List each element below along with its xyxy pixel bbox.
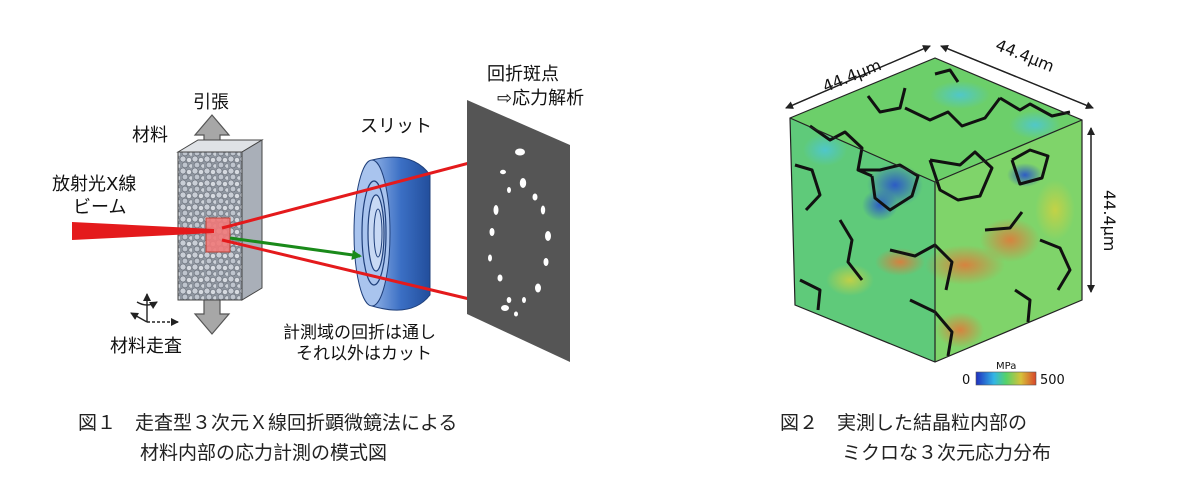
figure2-caption-line1: 図２ 実測した結晶粒内部の — [780, 412, 1028, 434]
slit-aperture — [353, 156, 431, 311]
figure1-caption-line2: 材料内部の応力計測の模式図 — [140, 442, 388, 464]
diffracted-beam-upper — [221, 149, 513, 230]
tension-down-arrow-icon — [193, 297, 231, 335]
slit-note-line1: 計測域の回折は通し — [283, 323, 436, 343]
incident-xray-beam — [72, 222, 214, 240]
figure2-stress-cube: 44.4μm 44.4μm 44.4μm MPa 0 500 — [785, 35, 1119, 388]
beam-label-line2: ビーム — [73, 197, 126, 218]
stress-colorbar: MPa 0 500 — [962, 361, 1065, 388]
detector-screen — [467, 100, 570, 362]
tension-label: 引張 — [193, 92, 229, 113]
beam-label-line1: 放射光X線 — [52, 174, 136, 195]
colorbar-unit-label: MPa — [996, 361, 1016, 372]
figure2-caption-line2: ミクロな３次元応力分布 — [842, 442, 1052, 464]
measurement-region — [205, 217, 231, 253]
scan-label: 材料走査 — [110, 336, 182, 357]
figure1-schematic: 引張 材料 放射光X線 ビーム スリット 回折斑点 ⇨応力解析 材料走査 計測域… — [52, 64, 584, 364]
figure1-caption-line1: 図１ 走査型３次元Ｘ線回折顕微鏡法による — [78, 412, 458, 434]
dimension-right-label: 44.4μm — [1100, 190, 1119, 251]
figure2-caption: 図２ 実測した結晶粒内部の ミクロな３次元応力分布 — [780, 408, 1051, 468]
grain-boundaries — [794, 68, 1072, 357]
slit-note-line2: それ以外はカット — [296, 344, 432, 364]
cube-edges — [789, 57, 1083, 363]
colorbar-min-label: 0 — [962, 373, 970, 388]
spots-label-line2: ⇨応力解析 — [497, 88, 584, 109]
transmitted-beam — [229, 236, 362, 260]
colorbar-max-label: 500 — [1040, 373, 1065, 388]
material-label: 材料 — [132, 125, 168, 146]
cube-top-face — [790, 58, 1082, 182]
dimension-top-right-label: 44.4μm — [993, 35, 1057, 76]
diffraction-spots — [488, 148, 551, 317]
scan-axes-icon — [130, 293, 179, 326]
figure1-caption: 図１ 走査型３次元Ｘ線回折顕微鏡法による 材料内部の応力計測の模式図 — [78, 408, 457, 468]
stress-color-patches — [803, 81, 1075, 348]
dimension-arrows — [785, 44, 1095, 293]
material-specimen — [176, 139, 264, 301]
diffracted-beam-lower — [221, 238, 505, 311]
spots-label-line1: 回折斑点 — [487, 64, 559, 85]
slit-label: スリット — [360, 116, 432, 137]
